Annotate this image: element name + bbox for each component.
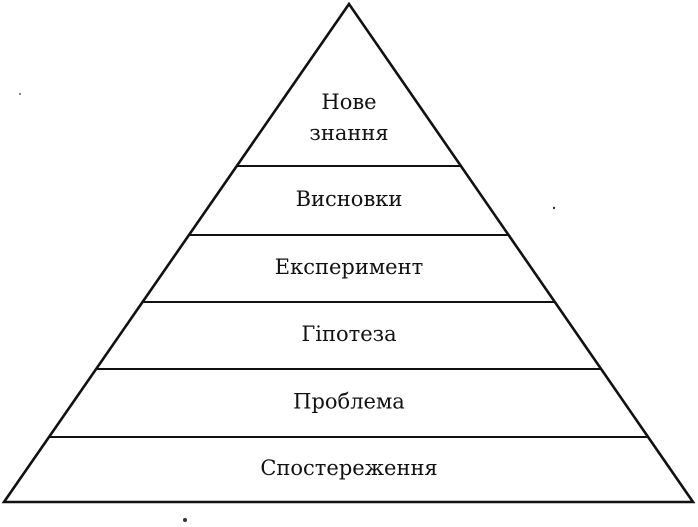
pyramid-level-label: Висновки	[296, 187, 403, 211]
pyramid-dividers	[49, 165, 649, 438]
pyramid-level-label: Гіпотеза	[301, 322, 396, 346]
pyramid-level-label: Нове	[321, 90, 376, 114]
pyramid-level-label: Проблема	[293, 390, 405, 414]
scan-speck	[552, 206, 556, 210]
scan-speck	[19, 93, 21, 95]
pyramid-labels: Нове знанняВисновкиЕкспериментГіпотезаПро…	[260, 90, 437, 480]
pyramid-level-label: Спостереження	[260, 456, 437, 480]
scan-speck	[183, 518, 187, 522]
pyramid-level-label: знання	[309, 121, 388, 145]
scan-specks	[19, 93, 556, 522]
pyramid-level-label: Експеримент	[275, 255, 423, 279]
pyramid-outline	[1, 1, 696, 504]
